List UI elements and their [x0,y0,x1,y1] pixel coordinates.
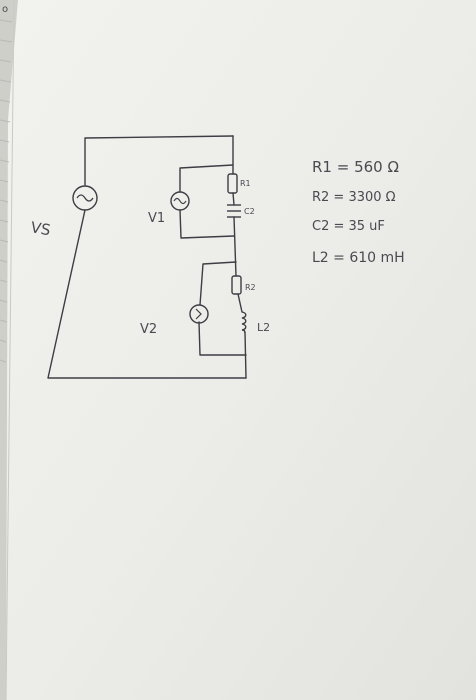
label-v1: V1 [148,211,165,226]
corner-mark: o [2,4,8,15]
label-l2: L2 [257,321,270,334]
wire-trunk-3 [233,216,237,277]
component-values: R1 = 560 Ω R2 = 3300 Ω C2 = 35 uF L2 = 6… [312,158,405,266]
resistor-r2 [231,275,242,295]
capacitor-c2 [227,204,241,218]
wire-top [84,135,234,186]
wire-v1-bottom [179,209,235,239]
label-c2: C2 [244,207,255,216]
wire-v1-top [179,164,234,193]
source-vs [72,185,98,211]
circuit-diagram [47,135,247,379]
wire-trunk-4 [237,293,243,313]
label-r1: R1 [240,179,251,188]
source-v1 [170,191,190,211]
label-v2: V2 [140,322,157,337]
source-v2 [189,304,209,324]
binding-edge [0,19,13,363]
value-r1: R1 = 560 Ω [312,158,399,176]
wire-trunk-2 [232,192,235,206]
wire-v2-bottom [198,321,247,356]
value-c2: C2 = 35 uF [312,219,385,234]
value-r2: R2 = 3300 Ω [312,190,396,205]
wire-left-bottom [47,209,247,379]
label-r2: R2 [245,283,256,292]
inductor-l2 [241,311,247,333]
wire-v2-top [199,261,237,306]
value-l2: L2 = 610 mH [312,250,405,266]
label-vs: VS [29,218,52,239]
resistor-r1 [227,173,238,194]
